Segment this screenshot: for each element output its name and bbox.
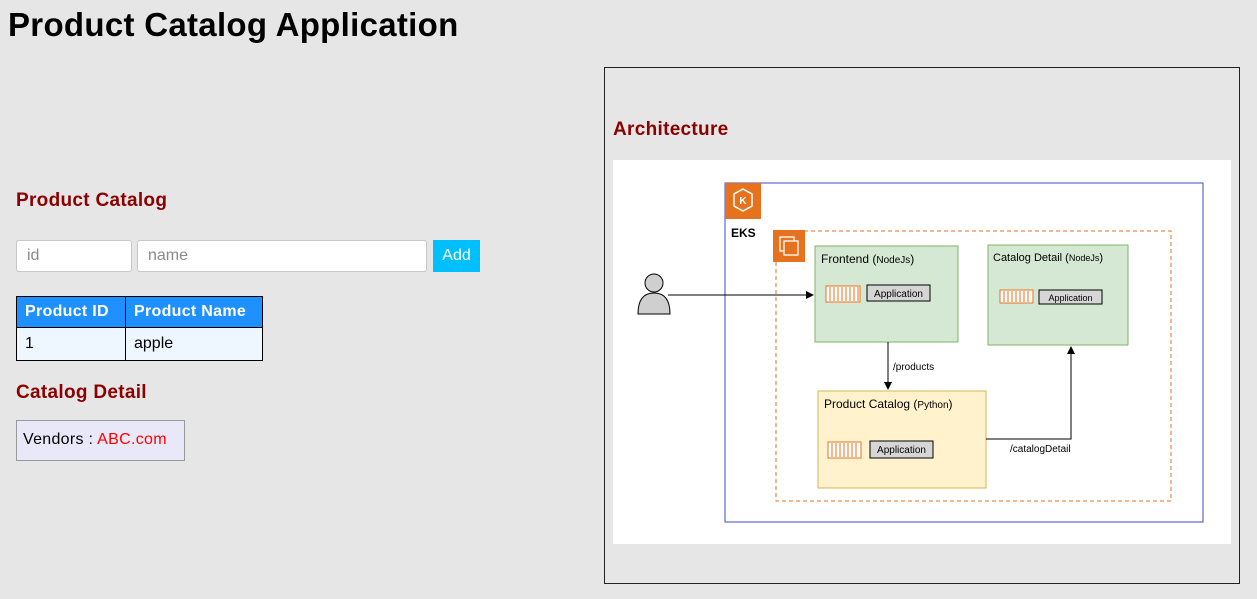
frontend-tech: NodeJs: [876, 255, 910, 266]
add-button[interactable]: Add: [433, 240, 480, 272]
container-icon: [825, 285, 861, 303]
page-title: Product Catalog Application: [8, 6, 459, 43]
product-catalog-app-label: Application: [877, 445, 926, 456]
user-icon: [637, 273, 671, 315]
catalog-detail-heading: Catalog Detail: [16, 382, 147, 403]
svg-text:Product Catalog (Python): Product Catalog (Python): [824, 397, 953, 411]
node-group-boundary: [775, 230, 1172, 502]
products-edge-label: /products: [893, 362, 934, 373]
table-header-row: Product ID Product Name: [16, 296, 263, 328]
frontend-app-tag: [866, 284, 931, 302]
vendors-label: Vendors :: [23, 431, 98, 448]
svg-text:Frontend (NodeJs): Frontend (NodeJs): [821, 252, 914, 266]
svg-text:Catalog Detail (NodeJs): Catalog Detail (NodeJs): [993, 252, 1103, 264]
vendors-box: Vendors : ABC.com: [16, 420, 185, 461]
frontend-name: Frontend: [821, 252, 869, 266]
product-catalog-service-box: [817, 390, 987, 489]
catalog-detail-app-label: Application: [1048, 293, 1092, 303]
column-header-product-id: Product ID: [16, 296, 126, 328]
product-catalog-app-tag: [869, 440, 934, 459]
eks-cluster-boundary: [724, 182, 1204, 523]
container-icon: [827, 441, 862, 459]
architecture-diagram: K EKS Frontend (NodeJs) Application C: [613, 160, 1231, 544]
name-input[interactable]: [137, 240, 427, 272]
svg-text:K: K: [739, 196, 747, 207]
catalog-detail-name: Catalog Detail: [993, 252, 1062, 264]
product-table: Product ID Product Name 1 apple: [16, 296, 263, 361]
id-input[interactable]: [16, 240, 132, 272]
vendors-value: ABC.com: [97, 431, 167, 448]
catalog-detail-edge-label: /catalogDetail: [1010, 444, 1071, 455]
cell-product-name: apple: [125, 327, 263, 361]
cell-product-id: 1: [16, 327, 126, 361]
table-row: 1 apple: [16, 327, 263, 361]
container-icon: [999, 289, 1034, 304]
column-header-product-name: Product Name: [125, 296, 263, 328]
product-catalog-name: Product Catalog: [824, 397, 910, 411]
frontend-app-label: Application: [874, 289, 923, 300]
eks-icon: K: [725, 183, 761, 219]
product-catalog-heading: Product Catalog: [16, 190, 168, 211]
ec2-instance-icon: [773, 230, 805, 262]
eks-label: EKS: [731, 226, 756, 240]
catalog-detail-tech: NodeJs: [1069, 253, 1100, 263]
architecture-heading: Architecture: [613, 119, 729, 140]
catalog-detail-app-tag: [1038, 289, 1103, 305]
product-catalog-tech: Python: [917, 400, 948, 411]
product-catalog-to-catalog-detail-edge: [986, 346, 1075, 440]
